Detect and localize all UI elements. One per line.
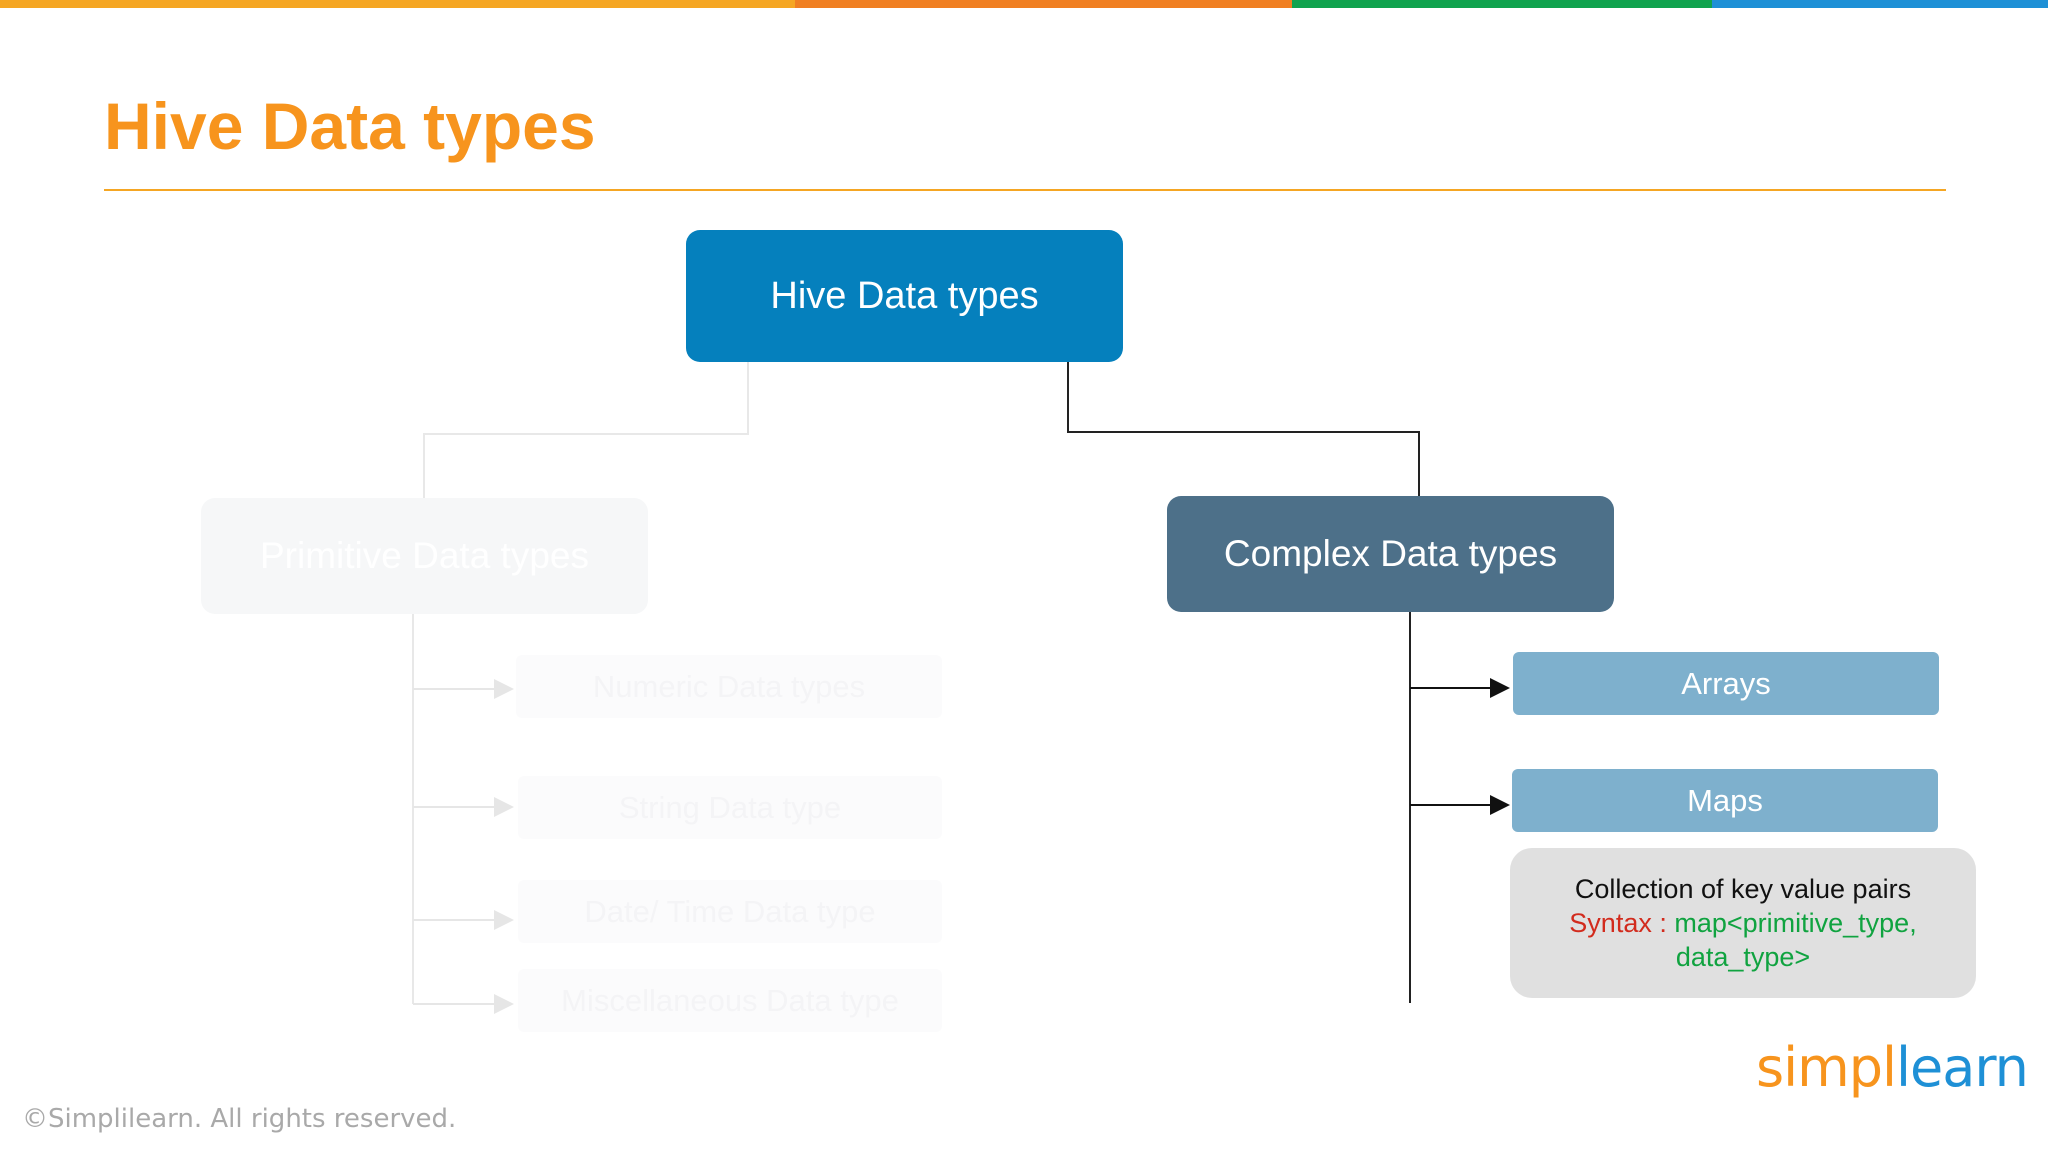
root-node: Hive Data types [686, 230, 1123, 362]
callout-description: Collection of key value pairs [1574, 874, 1912, 904]
callout-syntax-line: Syntax : map<primitive_type, [1569, 906, 1916, 940]
title-underline [104, 189, 1946, 191]
copyright-text: ©Simplilearn. All rights reserved. [22, 1104, 457, 1134]
connector-root-complex [1067, 362, 1420, 496]
connector-root-primitive [423, 362, 749, 498]
primitive-data-types-node: Primitive Data types [201, 498, 648, 614]
logo-part2: learn [1896, 1036, 2029, 1099]
maps-node: Maps [1512, 769, 1938, 832]
stripe-orange [0, 0, 795, 8]
date-time-data-type-node: Date/ Time Data type [518, 880, 942, 943]
maps-description-callout: Collection of key value pairs Syntax : m… [1510, 848, 1976, 998]
string-data-type-node: String Data type [518, 776, 942, 839]
logo-part1: simpl [1756, 1036, 1897, 1099]
stripe-dark-orange [795, 0, 1292, 8]
slide-title: Hive Data types [104, 89, 596, 163]
complex-data-types-node: Complex Data types [1167, 496, 1614, 612]
simplilearn-logo: simpllearn [1756, 1036, 2029, 1099]
syntax-value-continued: data_type> [1675, 942, 1811, 972]
miscellaneous-data-type-node: Miscellaneous Data type [518, 969, 942, 1032]
numeric-data-types-node: Numeric Data types [516, 655, 942, 718]
stripe-green [1292, 0, 1712, 8]
syntax-label: Syntax : [1569, 908, 1675, 938]
stripe-blue [1712, 0, 2048, 8]
top-color-stripe [0, 0, 2048, 8]
syntax-value: map<primitive_type, [1674, 908, 1917, 938]
arrays-node: Arrays [1513, 652, 1939, 715]
